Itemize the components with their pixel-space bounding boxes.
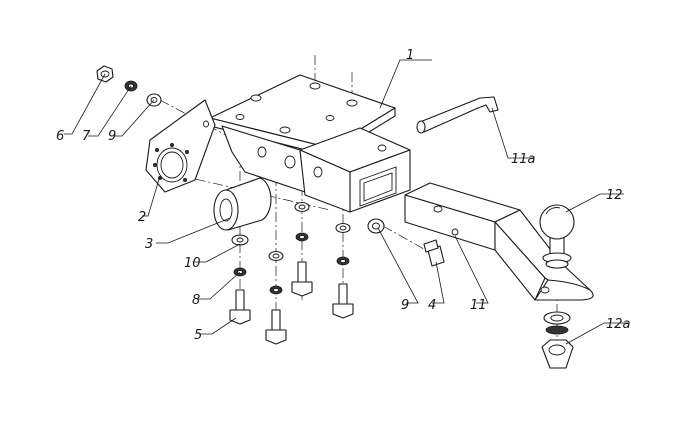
bolt-4 — [423, 239, 445, 267]
callout-labels: 1 6 7 9 2 3 10 8 5 9 4 11 11a 12 12a — [56, 48, 631, 343]
callout-9-left: 9 — [108, 129, 116, 144]
callout-2: 2 — [138, 210, 146, 225]
callout-11: 11 — [470, 298, 487, 313]
spacer-sleeve — [213, 177, 272, 231]
callout-10: 10 — [184, 256, 201, 271]
hitch-pin — [416, 96, 499, 134]
leader-lines — [64, 59, 628, 345]
lock-washers-8 — [233, 232, 350, 295]
callout-6: 6 — [56, 129, 64, 144]
tow-ball — [539, 204, 575, 269]
callout-11a: 11a — [511, 152, 536, 167]
washer-10 — [231, 234, 249, 246]
callout-3: 3 — [145, 237, 153, 252]
ball-mount — [404, 182, 594, 301]
callout-5: 5 — [194, 328, 202, 343]
hitch-frame — [209, 74, 411, 213]
mounting-plate — [145, 99, 216, 193]
tow-ball-nut — [541, 311, 574, 369]
callout-12a: 12a — [606, 317, 631, 332]
callout-4: 4 — [428, 298, 436, 313]
callout-1: 1 — [406, 48, 414, 63]
flat-washer-9-right — [367, 218, 385, 234]
callout-8: 8 — [192, 293, 200, 308]
callout-9-right: 9 — [401, 298, 409, 313]
bolts-5 — [229, 261, 354, 345]
washer-set — [268, 201, 351, 262]
callout-12: 12 — [606, 188, 623, 203]
callout-7: 7 — [82, 129, 91, 144]
